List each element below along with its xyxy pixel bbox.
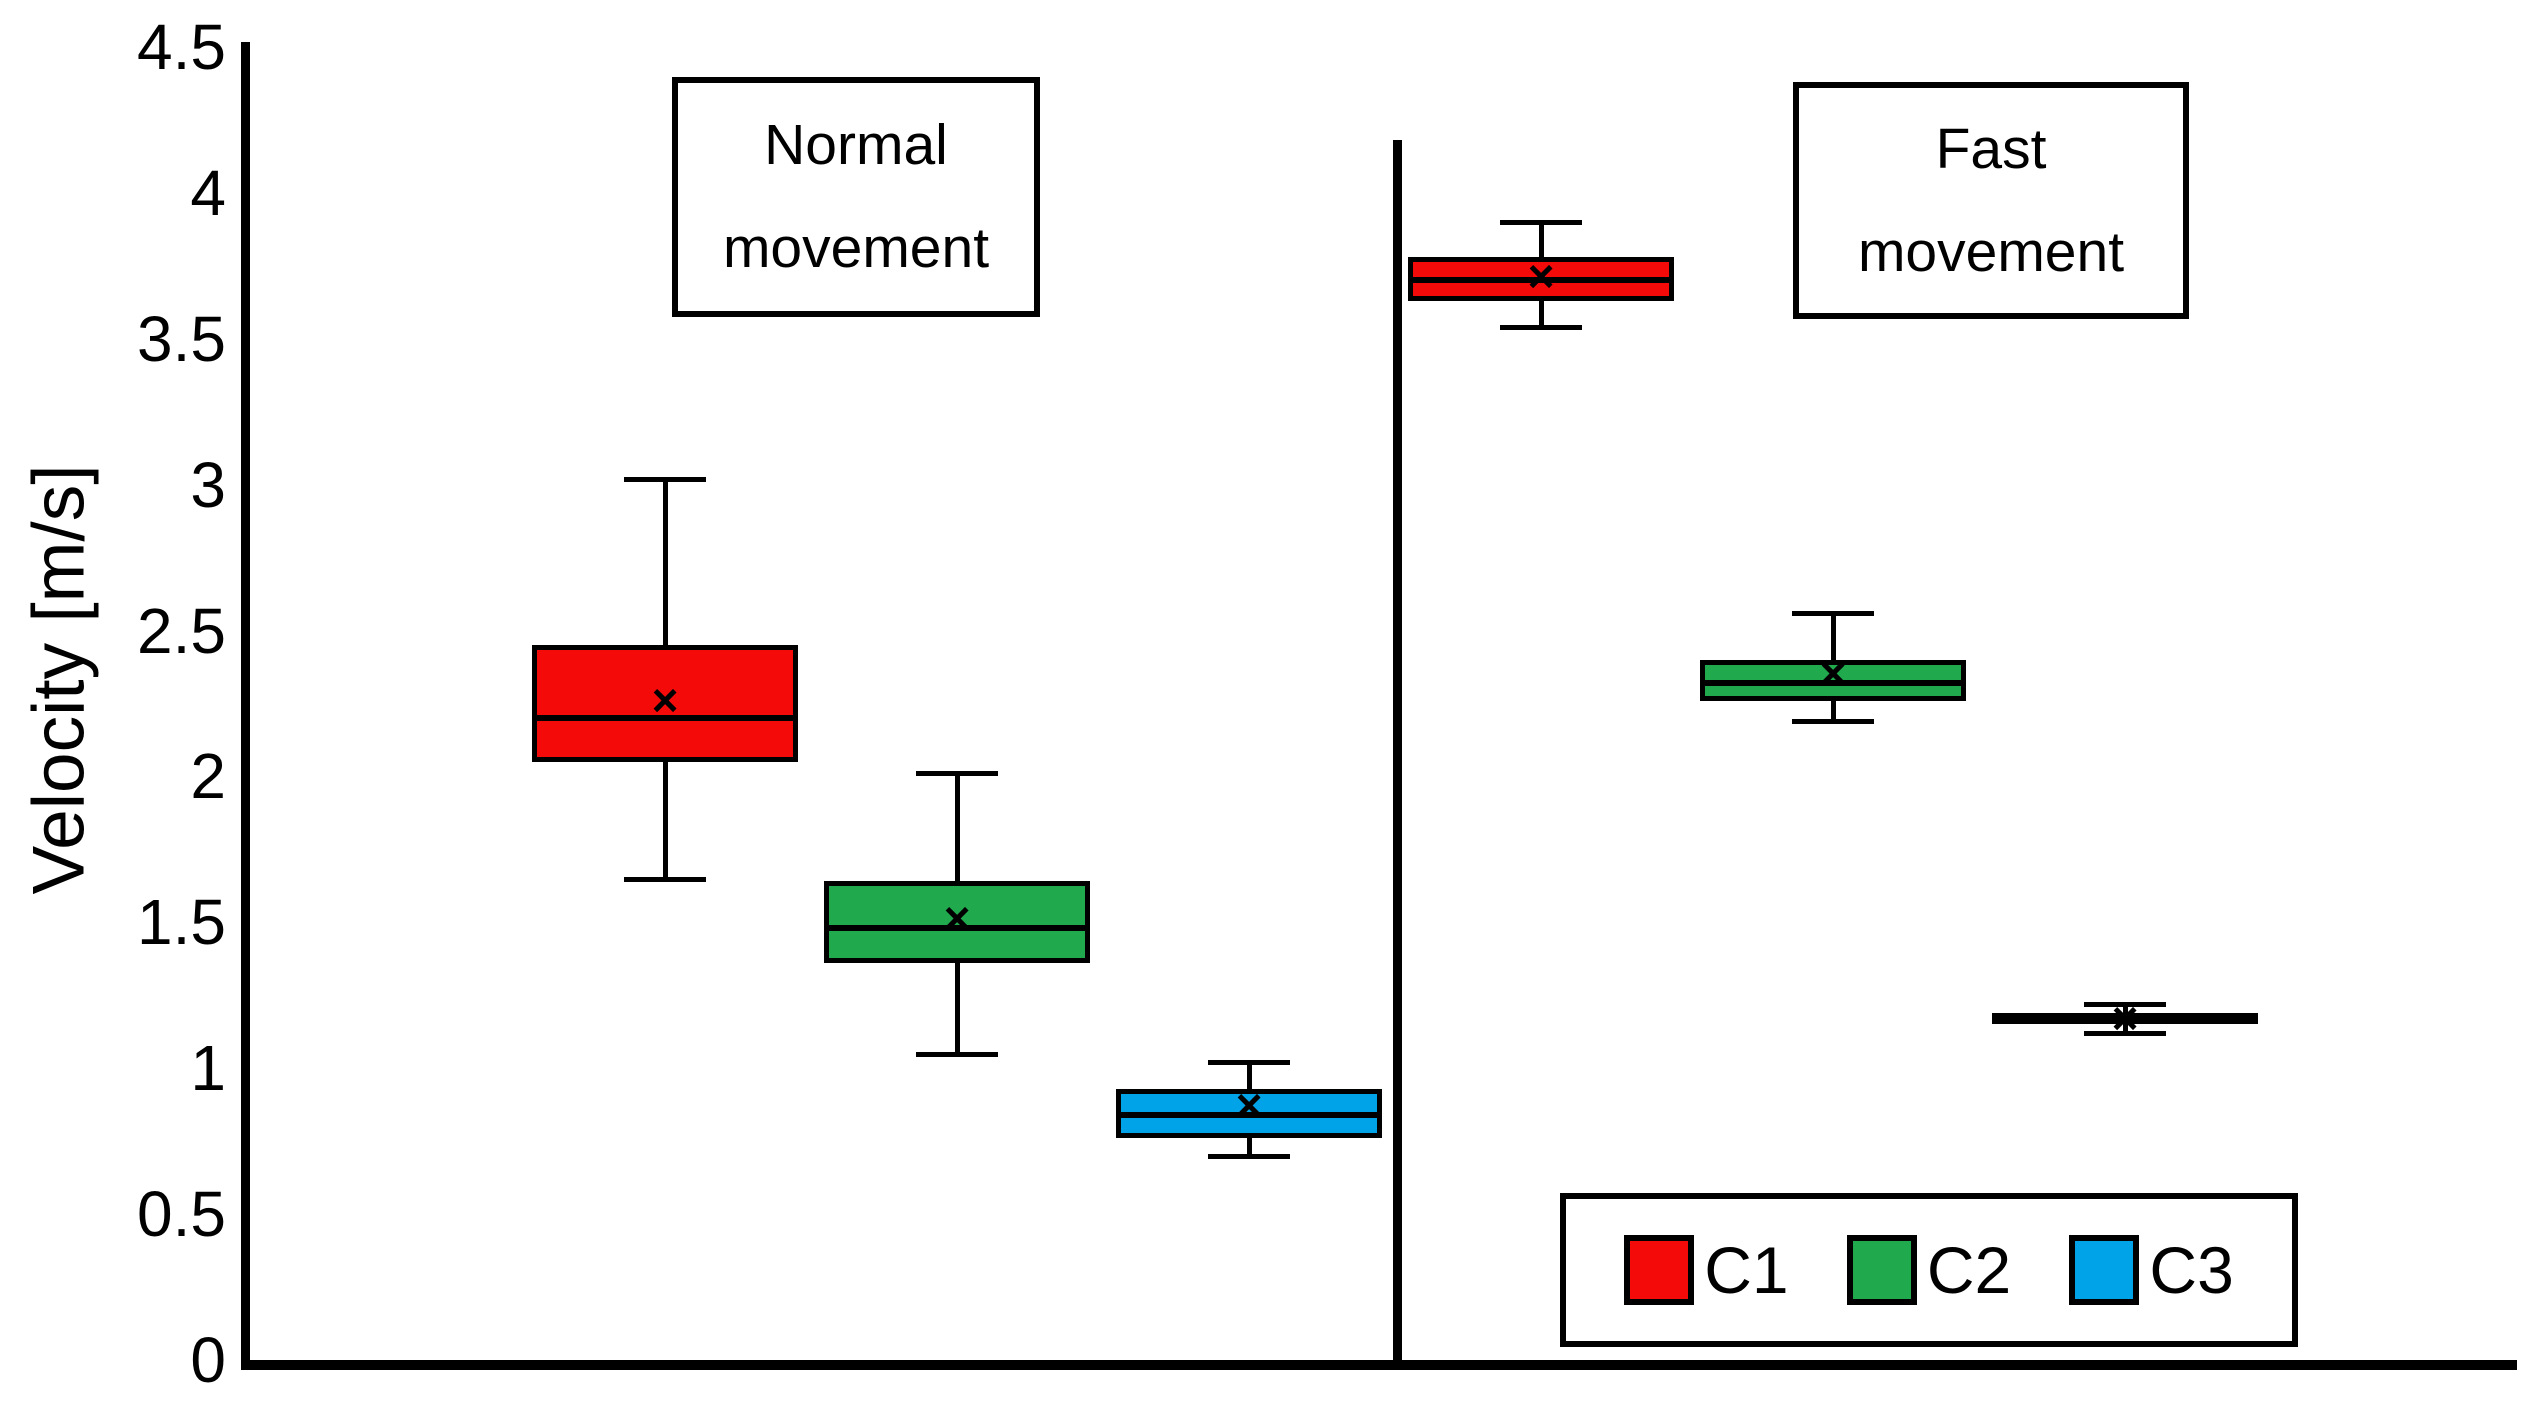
legend-entry-c3: C3 — [2069, 1233, 2234, 1307]
mean-marker: × — [1819, 647, 1847, 700]
y-tick-label: 0 — [190, 1324, 226, 1396]
y-tick-label: 2 — [190, 740, 226, 812]
legend-swatch-c3 — [2069, 1235, 2140, 1305]
y-axis-line — [241, 42, 250, 1370]
whisker-upper-stem — [663, 479, 668, 645]
mean-marker: × — [1235, 1079, 1263, 1132]
y-axis-title: Velocity [m/s] — [18, 464, 100, 895]
median-line — [1992, 1016, 2258, 1022]
whisker-lower-cap — [1208, 1154, 1290, 1159]
mean-marker: × — [943, 892, 971, 945]
legend-label-c1: C1 — [1704, 1233, 1789, 1307]
whisker-lower-stem — [1539, 301, 1544, 327]
legend-label-c3: C3 — [2149, 1233, 2234, 1307]
whisker-lower-stem — [1831, 701, 1836, 721]
mean-marker: × — [651, 674, 679, 727]
box-iqr — [824, 881, 1090, 963]
x-axis-line — [241, 1360, 2517, 1370]
whisker-upper-stem — [1539, 222, 1544, 257]
y-tick-label: 3.5 — [137, 303, 226, 375]
legend-entry-c2: C2 — [1846, 1233, 2012, 1307]
median-line — [824, 925, 1090, 931]
y-tick-label: 4 — [190, 157, 226, 229]
median-line — [1700, 680, 1966, 686]
whisker-upper-stem — [955, 773, 960, 881]
y-tick-label: 4.5 — [137, 11, 226, 83]
whisker-upper-cap — [916, 771, 998, 776]
whisker-upper-stem — [1247, 1062, 1252, 1089]
y-tick-label: 1.5 — [137, 886, 226, 958]
legend-entry-c1: C1 — [1624, 1233, 1789, 1307]
annotation-fast-label: Fast movement — [1857, 116, 2125, 284]
box-iqr — [532, 645, 798, 762]
whisker-lower-cap — [1792, 719, 1874, 724]
median-line — [532, 715, 798, 721]
whisker-lower-stem — [663, 762, 668, 879]
y-tick-label: 1 — [190, 1032, 226, 1104]
whisker-lower-cap — [1500, 325, 1582, 330]
y-tick-label: 3 — [190, 449, 226, 521]
whisker-upper-cap — [1208, 1060, 1290, 1065]
whisker-lower-stem — [1247, 1138, 1252, 1156]
whisker-lower-stem — [955, 963, 960, 1054]
legend: C1 C2 C3 — [1560, 1193, 2298, 1347]
mean-marker: × — [1527, 250, 1555, 303]
whisker-upper-stem — [2123, 1004, 2128, 1013]
whisker-upper-cap — [624, 477, 706, 482]
whisker-lower-cap — [916, 1052, 998, 1057]
median-line — [1116, 1112, 1382, 1118]
whisker-lower-stem — [2123, 1024, 2128, 1033]
whisker-upper-cap — [1500, 220, 1582, 225]
legend-swatch-c1 — [1624, 1235, 1695, 1305]
whisker-upper-cap — [1792, 611, 1874, 616]
whisker-upper-cap — [2084, 1002, 2166, 1007]
mean-marker: × — [2111, 992, 2139, 1045]
annotation-normal-label: Normal movement — [722, 113, 990, 280]
legend-swatch-c2 — [1846, 1235, 1917, 1305]
legend-label-c2: C2 — [1926, 1233, 2012, 1307]
median-line — [1408, 277, 1674, 283]
annotation-fast-movement: Fast movement — [1793, 82, 2189, 319]
whisker-upper-stem — [1831, 613, 1836, 660]
whisker-lower-cap — [2084, 1031, 2166, 1036]
annotation-normal-movement: Normal movement — [672, 77, 1040, 317]
group-divider-line — [1393, 140, 1402, 1365]
whisker-lower-cap — [624, 877, 706, 882]
y-tick-label: 2.5 — [137, 595, 226, 667]
y-tick-label: 0.5 — [137, 1178, 226, 1250]
